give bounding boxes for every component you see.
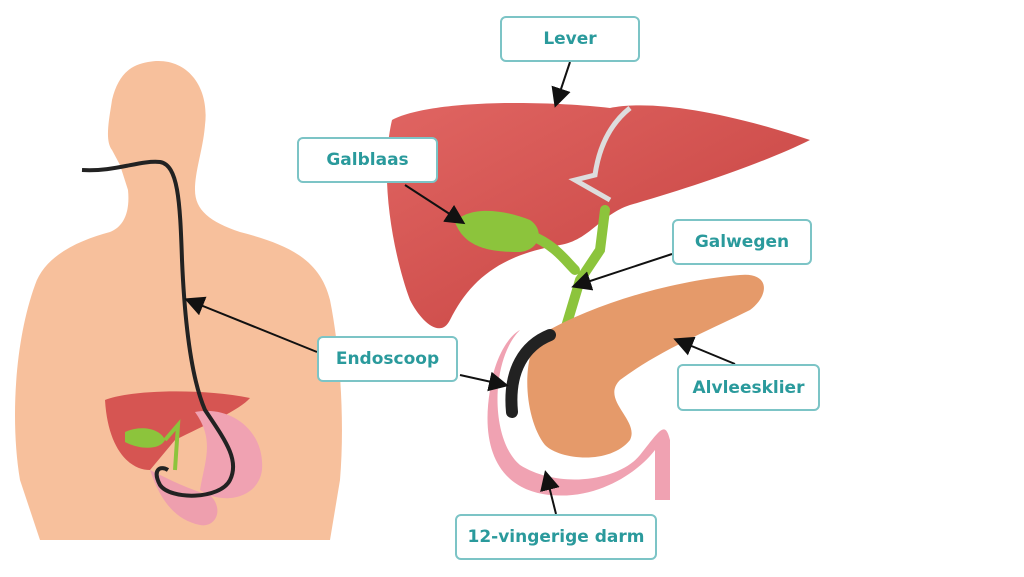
mini-organs bbox=[105, 391, 263, 526]
label-12-vingerige-darm: 12-vingerige darm bbox=[455, 514, 657, 560]
liver bbox=[386, 103, 810, 329]
label-galblaas: Galblaas bbox=[297, 137, 438, 183]
duodenum bbox=[487, 330, 670, 500]
endoscope-body bbox=[81, 159, 236, 498]
label-endoscoop: Endoscoop bbox=[317, 336, 458, 382]
endoscope-tip bbox=[505, 329, 556, 418]
label-lever: Lever bbox=[500, 16, 640, 62]
body-silhouette bbox=[15, 60, 342, 540]
label-alvleesklier: Alvleesklier bbox=[677, 364, 820, 411]
pancreas bbox=[527, 274, 764, 458]
liver-ligament bbox=[568, 106, 632, 203]
pointer-arrows bbox=[184, 61, 736, 515]
label-galwegen: Galwegen bbox=[672, 219, 812, 265]
